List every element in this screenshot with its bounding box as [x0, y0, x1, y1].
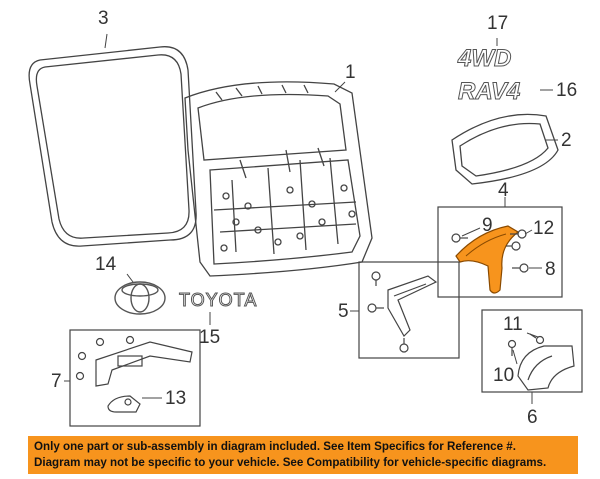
leader-14 [126, 273, 134, 283]
callout-1: 1 [345, 62, 356, 83]
garnish-part-5 [367, 271, 438, 353]
callout-15: 15 [199, 327, 221, 348]
svg-text:RAV4: RAV4 [458, 78, 520, 105]
weatherstrip-part-3 [28, 46, 197, 247]
part-7-box [69, 329, 201, 427]
mud-guard-part-6 [507, 333, 575, 391]
callout-8: 8 [545, 259, 556, 280]
back-door-part-1 [184, 81, 373, 277]
callout-9: 9 [482, 215, 493, 236]
leader-12 [524, 229, 533, 235]
toyota-logo-emblem-part-14 [114, 281, 166, 315]
rav4-emblem-part-16: RAV4 [458, 78, 521, 106]
callout-5: 5 [338, 301, 349, 322]
toyota-wordmark-part-15: TOYOTA [179, 290, 257, 311]
four-wd-emblem-part-17: 4WD [457, 45, 512, 73]
callout-7: 7 [51, 371, 62, 392]
screws-part-4 [451, 229, 529, 273]
callout-16: 16 [556, 80, 578, 101]
leader-11 [526, 332, 539, 338]
callout-14: 14 [95, 254, 117, 275]
callout-17: 17 [487, 13, 509, 34]
callout-13: 13 [165, 388, 187, 409]
leader-10 [512, 349, 518, 365]
trim-board-part-2 [451, 113, 559, 185]
leader-1 [334, 81, 346, 93]
part-4-box [437, 206, 563, 298]
callout-2: 2 [561, 130, 572, 151]
disclaimer-line-1: Only one part or sub-assembly in diagram… [34, 440, 516, 453]
callout-10: 10 [493, 365, 515, 386]
part-5-box [358, 261, 460, 359]
license-lamp-part-13 [107, 395, 141, 413]
license-lamp-housing-part-7 [75, 335, 193, 387]
leader-3 [104, 33, 108, 49]
callout-6: 6 [527, 407, 538, 428]
disclaimer-banner: Only one part or sub-assembly in diagram… [28, 436, 578, 474]
disclaimer-line-2: Diagram may not be specific to your vehi… [34, 456, 547, 469]
leader-9 [461, 227, 481, 237]
callout-4: 4 [498, 180, 509, 201]
svg-text:TOYOTA: TOYOTA [179, 290, 257, 310]
callout-12: 12 [533, 218, 555, 239]
highlighted-bracket-part-4 [455, 225, 520, 294]
svg-text:4WD: 4WD [457, 45, 511, 72]
callout-3: 3 [98, 8, 109, 29]
callout-11: 11 [503, 314, 523, 335]
